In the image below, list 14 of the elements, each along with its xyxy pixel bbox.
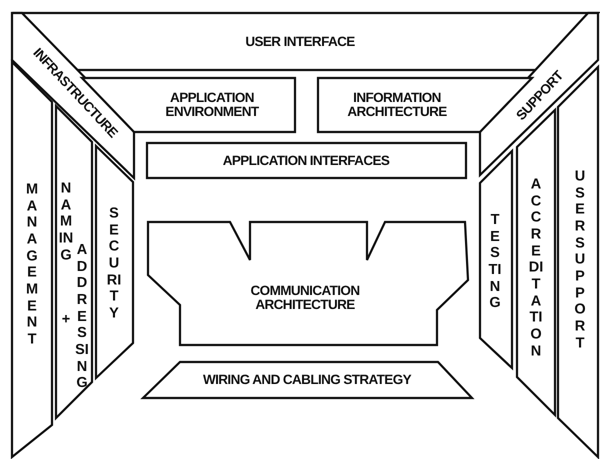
panel-label: APPLICATION ENVIRONMENT — [164, 90, 260, 120]
vertical-label: USER SUPPORT — [573, 168, 587, 352]
vertical-label: SECURITY — [106, 206, 122, 322]
vertical-label: TESTING — [488, 212, 502, 312]
vertical-label: + — [60, 312, 72, 328]
panel-label: WIRING AND CABLING STRATEGY — [202, 372, 412, 388]
panel-label: COMMUNICATION ARCHITECTURE — [250, 284, 360, 312]
vertical-label: MANAGEMENT — [24, 182, 40, 348]
panel-label: INFORMATION ARCHITECTURE — [346, 90, 448, 120]
vertical-label: ADDRESSING — [74, 242, 90, 392]
vertical-label: ACCREDITATION — [528, 176, 544, 360]
panel-label: APPLICATION INTERFACES — [222, 154, 390, 168]
panel-label: USER INTERFACE — [245, 34, 355, 50]
vertical-label: NAMING — [58, 180, 74, 264]
